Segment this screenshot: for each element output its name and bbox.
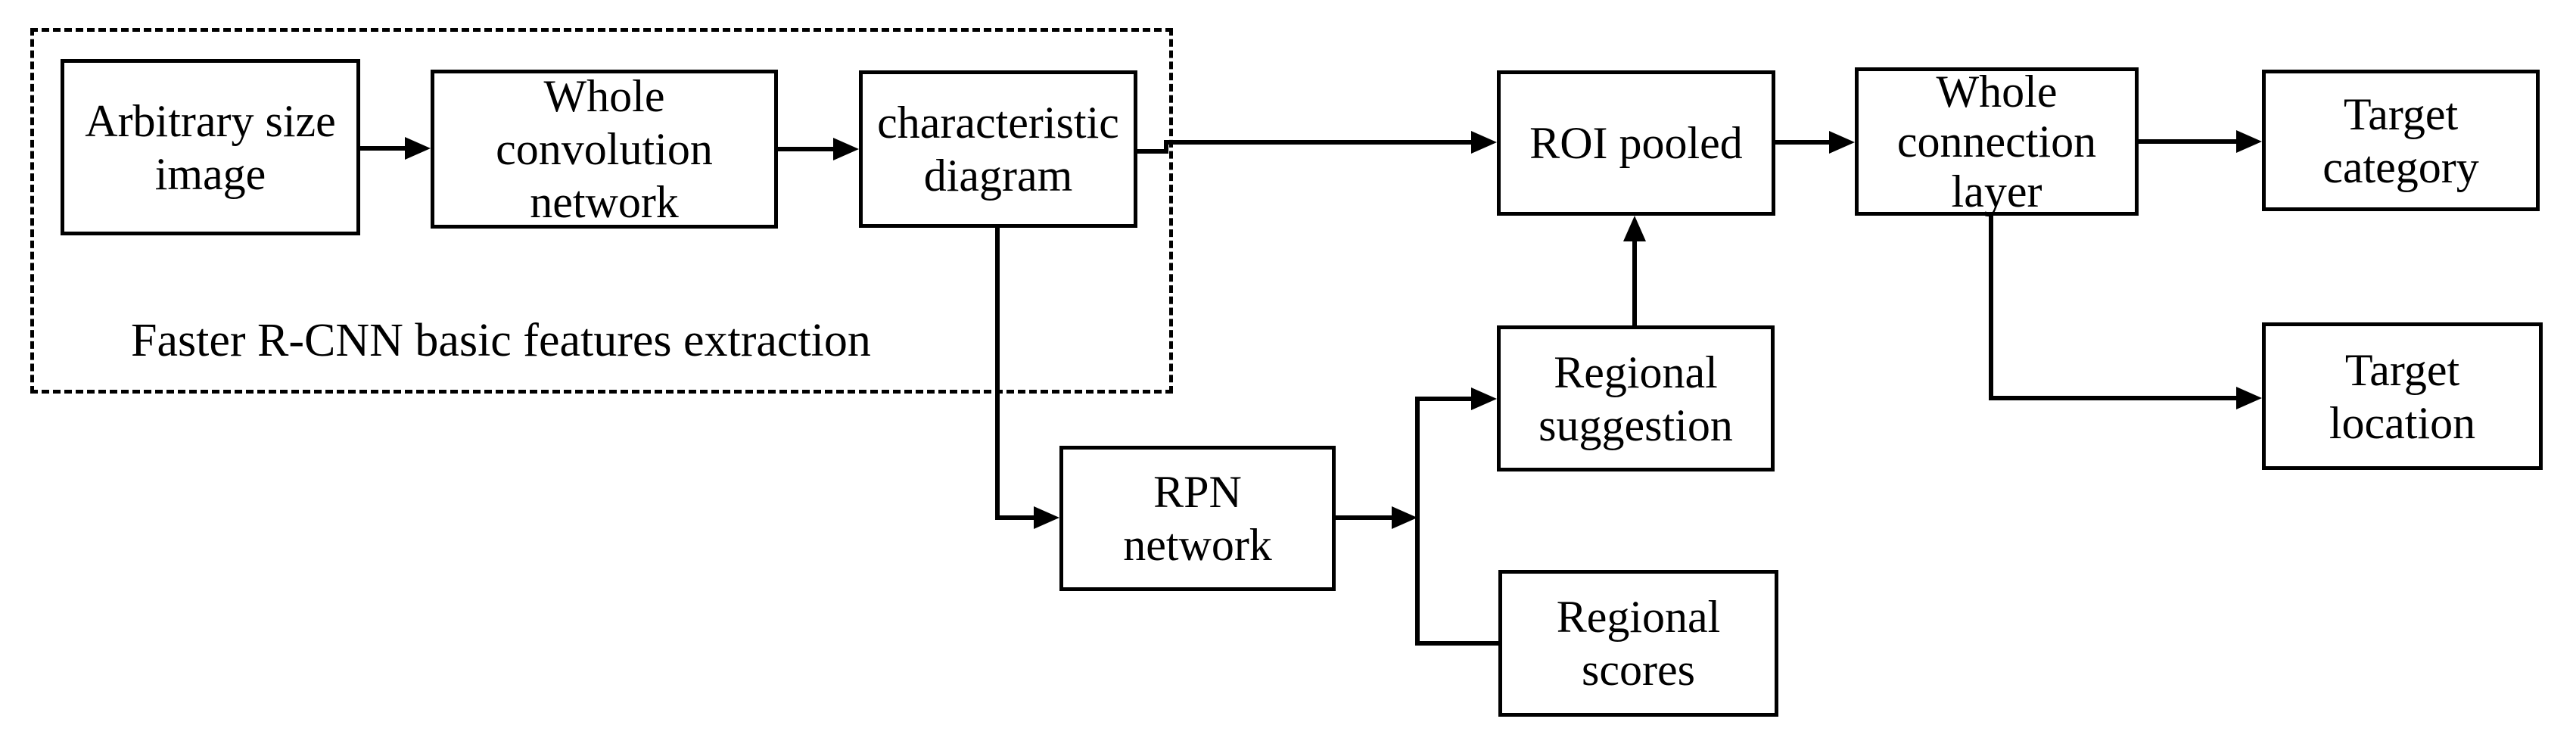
connector-branch-to-scores bbox=[1415, 641, 1498, 646]
arrowhead-roipool-to-fclayer bbox=[1829, 131, 1855, 154]
node-label-line: Whole bbox=[543, 71, 665, 121]
connector-roipool-to-fclayer bbox=[1775, 140, 1832, 145]
node-whole-connection-layer: Whole connection layer bbox=[1855, 67, 2139, 216]
node-regional-suggestion: Regional suggestion bbox=[1497, 325, 1775, 471]
connector-fclayer-down bbox=[1989, 216, 1993, 400]
connector-branch-to-suggestion bbox=[1415, 397, 1473, 401]
node-label-line: scores bbox=[1582, 645, 1695, 695]
arrowhead-fclayer-to-category bbox=[2236, 130, 2262, 153]
node-label-line: network bbox=[1123, 520, 1272, 570]
node-characteristic-diagram: characteristic diagram bbox=[859, 70, 1137, 228]
node-label-line: Target bbox=[2343, 89, 2459, 139]
node-label-line: diagram bbox=[923, 151, 1073, 201]
connector-convnet-to-featuremap bbox=[778, 147, 835, 151]
node-label-line: Arbitrary size bbox=[85, 95, 336, 146]
connector-featuremap-to-rpn bbox=[995, 515, 1035, 520]
connector-featuremap-down bbox=[995, 228, 1000, 520]
node-label-line: image bbox=[154, 148, 266, 199]
node-arbitrary-size-image: Arbitrary size image bbox=[61, 59, 360, 235]
arrowhead-fclayer-to-location bbox=[2236, 387, 2262, 409]
feature-extraction-dashed-group bbox=[30, 28, 1173, 394]
connector-fclayer-to-category bbox=[2139, 139, 2238, 144]
arrowhead-convnet-to-featuremap bbox=[833, 138, 859, 160]
arrowhead-suggestion-to-roipool bbox=[1623, 216, 1646, 241]
node-label-line: convolution bbox=[496, 124, 713, 174]
arrowhead-branch-to-suggestion bbox=[1471, 387, 1497, 410]
node-whole-convolution-network: Whole convolution network bbox=[431, 70, 778, 229]
node-label-line: Target bbox=[2344, 344, 2460, 395]
node-label-line: category bbox=[2322, 142, 2479, 192]
node-label-line: Regional bbox=[1556, 592, 1721, 642]
connector-suggestion-to-roipool bbox=[1632, 238, 1637, 325]
connector-rpn-branch-vertical bbox=[1415, 397, 1420, 646]
arrowhead-image-to-convnet bbox=[405, 137, 431, 160]
connector-rpn-out bbox=[1336, 515, 1393, 520]
node-label-line: layer bbox=[1951, 166, 2042, 216]
connector-featuremap-jog bbox=[1164, 140, 1168, 154]
node-rpn-network: RPN network bbox=[1059, 446, 1336, 591]
connector-image-to-convnet bbox=[360, 146, 406, 151]
node-label-line: RPN bbox=[1153, 467, 1242, 517]
node-label-line: characteristic bbox=[877, 98, 1119, 148]
node-label-line: location bbox=[2329, 397, 2476, 448]
node-label-line: Whole bbox=[1936, 67, 2058, 117]
node-roi-pooled: ROI pooled bbox=[1497, 70, 1775, 216]
node-label-line: ROI pooled bbox=[1529, 118, 1743, 168]
arrowhead-featuremap-to-rpn bbox=[1034, 506, 1059, 529]
node-label-line: Regional bbox=[1554, 347, 1718, 397]
arrowhead-featuremap-to-roipool bbox=[1471, 131, 1497, 154]
node-target-location: Target location bbox=[2262, 322, 2543, 470]
feature-extraction-caption: Faster R-CNN basic features extraction bbox=[131, 315, 871, 366]
node-label-line: suggestion bbox=[1538, 400, 1733, 450]
node-regional-scores: Regional scores bbox=[1498, 570, 1778, 717]
connector-featuremap-stub bbox=[1137, 149, 1168, 154]
connector-featuremap-to-roipool bbox=[1164, 140, 1473, 145]
arrowhead-rpn-out bbox=[1392, 506, 1417, 529]
connector-fclayer-to-location bbox=[1989, 396, 2238, 400]
node-target-category: Target category bbox=[2262, 70, 2540, 211]
node-label-line: connection bbox=[1896, 117, 2097, 166]
node-label-line: network bbox=[530, 177, 679, 227]
